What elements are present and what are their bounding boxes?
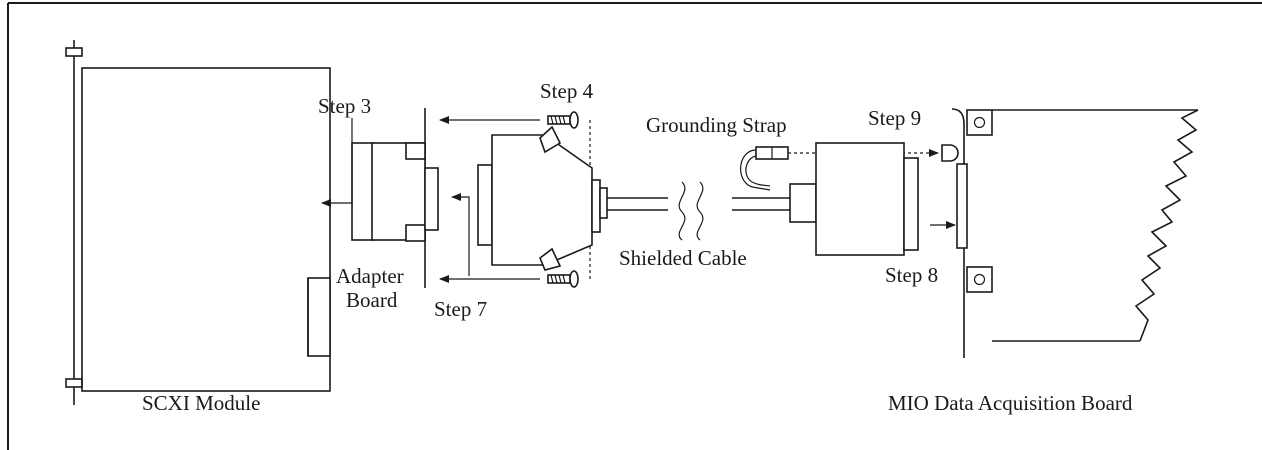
screw-bottom xyxy=(547,270,579,288)
step9-arrow xyxy=(926,144,959,162)
shielded-cable-label: Shielded Cable xyxy=(619,246,747,270)
step8-label: Step 8 xyxy=(885,263,938,287)
scxi-module xyxy=(65,40,331,405)
cable-break xyxy=(678,181,704,241)
step9-label: Step 9 xyxy=(868,106,921,130)
step7-label: Step 7 xyxy=(434,297,487,321)
mio-board xyxy=(951,108,1199,358)
screw-top xyxy=(547,111,579,129)
step7-arrow xyxy=(451,193,470,276)
step3-arrow xyxy=(321,118,353,207)
cable-connector-right xyxy=(732,142,919,256)
step3-label: Step 3 xyxy=(318,94,371,118)
grounding-strap-label: Grounding Strap xyxy=(646,113,787,137)
mio-board-label: MIO Data Acquisition Board xyxy=(888,391,1133,415)
adapter-board-label-line2: Board xyxy=(346,288,398,312)
scxi-module-label: SCXI Module xyxy=(142,391,260,415)
page-frame xyxy=(7,2,1262,450)
adapter-board xyxy=(351,108,439,288)
step4-label: Step 4 xyxy=(540,79,594,103)
adapter-board-label-line1: Adapter xyxy=(336,264,404,288)
cable-connector-left xyxy=(477,125,668,271)
